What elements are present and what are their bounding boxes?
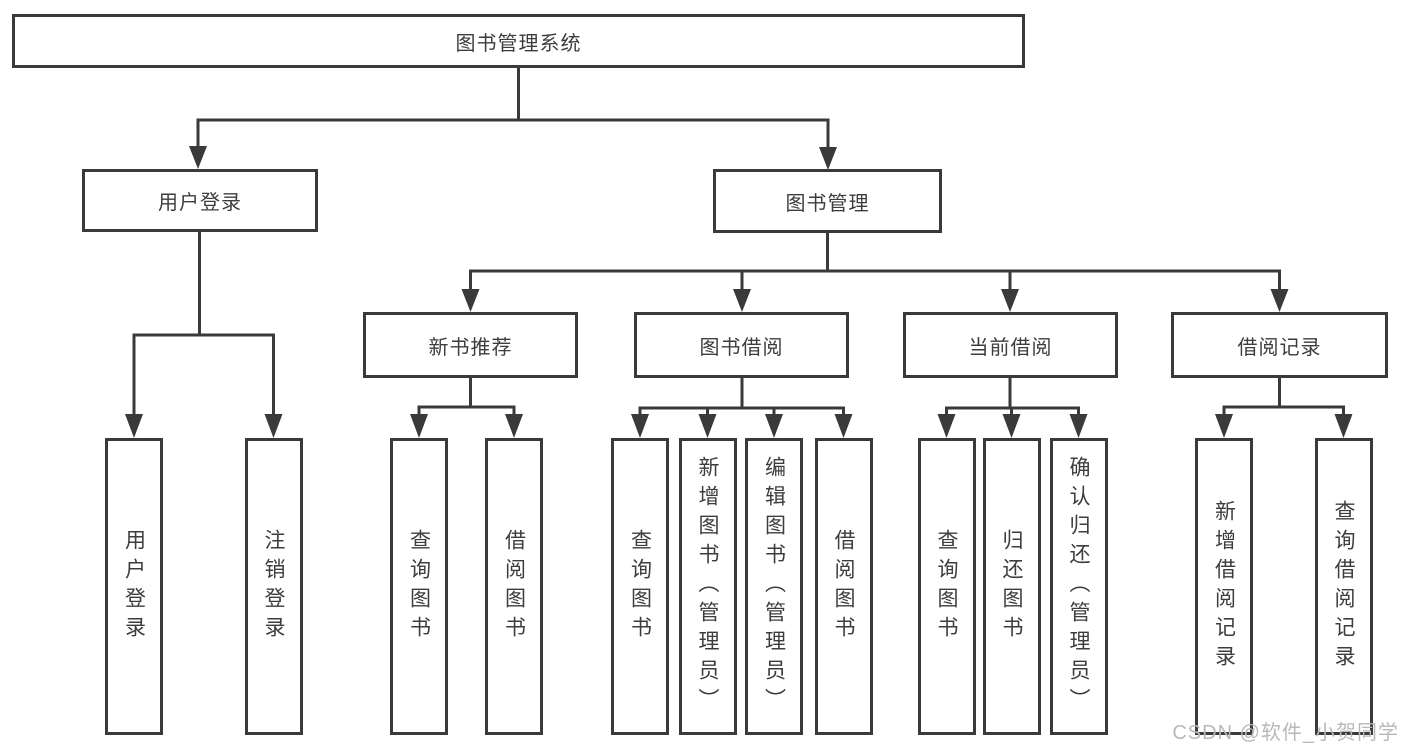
leaf-query-books-current: 查询图书 [917,438,976,735]
leaf-add-books-admin: 新增图书（管理员） [678,438,737,735]
node-label: 借阅记录 [1237,336,1322,359]
node-label: 当前借阅 [968,336,1053,359]
node-label: 图书管理系统 [455,32,582,55]
node-label: 用户登录 [122,528,146,645]
node-label: 查询借阅记录 [1332,499,1355,674]
node-book-management: 图书管理 [713,169,942,233]
node-label: 新书推荐 [428,336,513,359]
leaf-borrow-books-rec: 借阅图书 [485,438,543,735]
node-label: 借阅图书 [502,528,526,645]
node-label: 编辑图书（管理员） [762,456,786,717]
leaf-query-borrow-record: 查询借阅记录 [1314,438,1373,735]
node-label: 查询图书 [407,528,431,645]
node-label: 新增图书（管理员） [696,456,719,717]
leaf-logout: 注销登录 [244,438,303,735]
node-new-book-recommend: 新书推荐 [363,312,578,378]
node-label: 查询图书 [628,528,652,645]
node-label: 归还图书 [1000,528,1023,645]
leaf-add-borrow-record: 新增借阅记录 [1195,438,1253,735]
leaf-borrow-books: 借阅图书 [814,438,873,735]
node-label: 新增借阅记录 [1212,499,1236,674]
node-label: 用户登录 [158,192,242,214]
node-borrow-records: 借阅记录 [1171,312,1388,378]
node-label: 确认归还（管理员） [1067,456,1090,717]
node-root-system: 图书管理系统 [12,14,1025,68]
node-user-login: 用户登录 [82,169,318,232]
node-label: 注销登录 [262,528,285,645]
node-label: 借阅图书 [832,528,855,645]
leaf-confirm-return-admin: 确认归还（管理员） [1049,438,1108,735]
node-label: 图书管理 [785,192,870,215]
leaf-query-books-rec: 查询图书 [390,438,448,735]
node-label: 查询图书 [935,528,958,645]
node-book-borrow: 图书借阅 [634,312,849,378]
watermark-text: CSDN @软件_小贺同学 [1172,722,1399,744]
leaf-user-login: 用户登录 [105,438,163,735]
leaf-query-books-borrow: 查询图书 [611,438,669,735]
node-label: 图书借阅 [699,336,784,359]
leaf-return-books: 归还图书 [982,438,1041,735]
leaf-edit-books-admin: 编辑图书（管理员） [745,438,803,735]
node-current-borrow: 当前借阅 [903,312,1118,378]
